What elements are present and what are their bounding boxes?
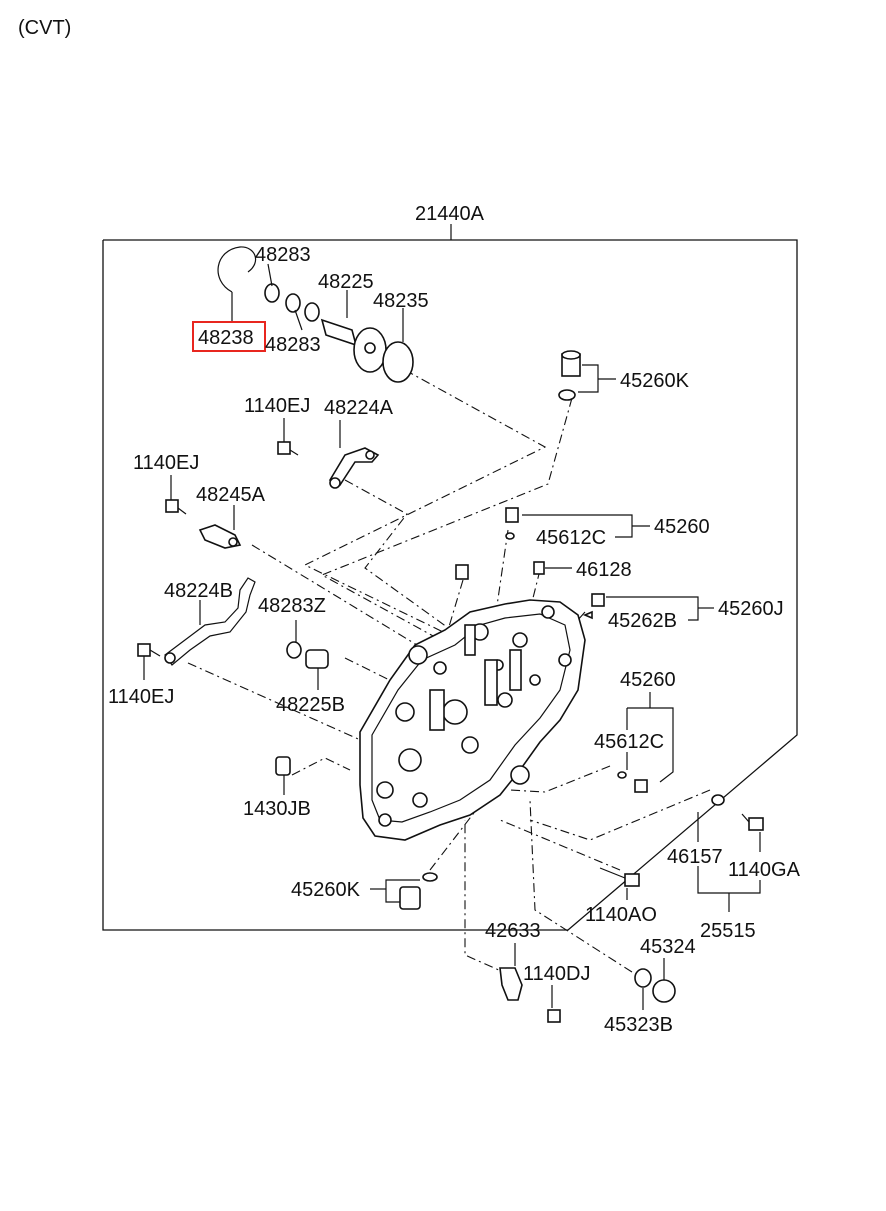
plug-45260J	[582, 593, 714, 621]
bracket-25515	[697, 794, 764, 912]
label-48224B[interactable]: 48224B	[164, 580, 233, 602]
highlight-box	[192, 321, 266, 352]
label-45260-b[interactable]: 45260	[620, 669, 676, 691]
label-1140EJ-b[interactable]: 1140EJ	[133, 452, 199, 474]
label-45323B[interactable]: 45323B	[604, 1014, 673, 1036]
label-48225[interactable]: 48225	[318, 271, 374, 293]
pipe-48224A	[328, 420, 380, 489]
label-1430JB[interactable]: 1430JB	[243, 798, 311, 820]
ring-48283Z	[286, 620, 302, 659]
plug-45260-a	[505, 507, 650, 540]
label-45260-a[interactable]: 45260	[654, 516, 710, 538]
variant-label: (CVT)	[18, 17, 71, 39]
snap-ring-48238	[217, 246, 257, 322]
label-46157[interactable]: 46157	[667, 846, 723, 868]
pipe-48224B	[164, 577, 256, 666]
sleeve-48225B	[305, 649, 329, 690]
label-42633[interactable]: 42633	[485, 920, 541, 942]
label-1140GA[interactable]: 1140GA	[728, 859, 801, 881]
label-48235[interactable]: 48235	[373, 290, 429, 312]
sensor-42633	[499, 943, 523, 1001]
plug-small	[455, 564, 469, 580]
plug-45260K-bottom	[370, 872, 438, 910]
label-48283-low[interactable]: 48283	[265, 334, 321, 356]
label-46128[interactable]: 46128	[576, 559, 632, 581]
label-1140AO[interactable]: 1140AO	[585, 904, 657, 926]
label-45260J[interactable]: 45260J	[718, 598, 784, 620]
label-1140DJ[interactable]: 1140DJ	[523, 963, 590, 985]
plug-45324	[634, 958, 676, 1010]
plug-45260K	[558, 350, 616, 401]
plug-45260-b	[617, 692, 674, 793]
label-48225B[interactable]: 48225B	[276, 694, 345, 716]
assembly-frame	[102, 224, 798, 931]
bolt-1140AO	[599, 867, 640, 900]
label-48283Z[interactable]: 48283Z	[258, 595, 326, 617]
pipe-48245A	[198, 505, 242, 549]
label-25515[interactable]: 25515	[700, 920, 756, 942]
transmission-case	[359, 599, 586, 841]
label-45260K-bottom[interactable]: 45260K	[291, 879, 361, 901]
bolt-1140EJ-c	[137, 643, 161, 680]
label-45612C-b[interactable]: 45612C	[594, 731, 664, 753]
label-48224A[interactable]: 48224A	[324, 397, 394, 419]
label-45262B[interactable]: 45262B	[608, 610, 677, 632]
bolt-1140DJ	[547, 985, 561, 1023]
label-45260K-top[interactable]: 45260K	[620, 370, 690, 392]
plug-46128	[533, 561, 572, 575]
seal-rings	[264, 263, 320, 331]
label-48283-top[interactable]: 48283	[255, 244, 311, 266]
label-48245A[interactable]: 48245A	[196, 484, 266, 506]
label-21440A[interactable]: 21440A	[415, 203, 485, 225]
label-48238[interactable]: 48238	[198, 327, 254, 349]
label-45612C-a[interactable]: 45612C	[536, 527, 606, 549]
label-1140EJ-c[interactable]: 1140EJ	[108, 686, 174, 708]
pin-1430JB	[275, 756, 291, 795]
o-ring-48235	[382, 308, 414, 383]
bolt-1140EJ-b	[165, 475, 187, 515]
bolt-1140EJ-a	[277, 418, 299, 456]
label-1140EJ-a[interactable]: 1140EJ	[244, 395, 310, 417]
shaft-48225	[320, 290, 387, 373]
label-45324[interactable]: 45324	[640, 936, 696, 958]
